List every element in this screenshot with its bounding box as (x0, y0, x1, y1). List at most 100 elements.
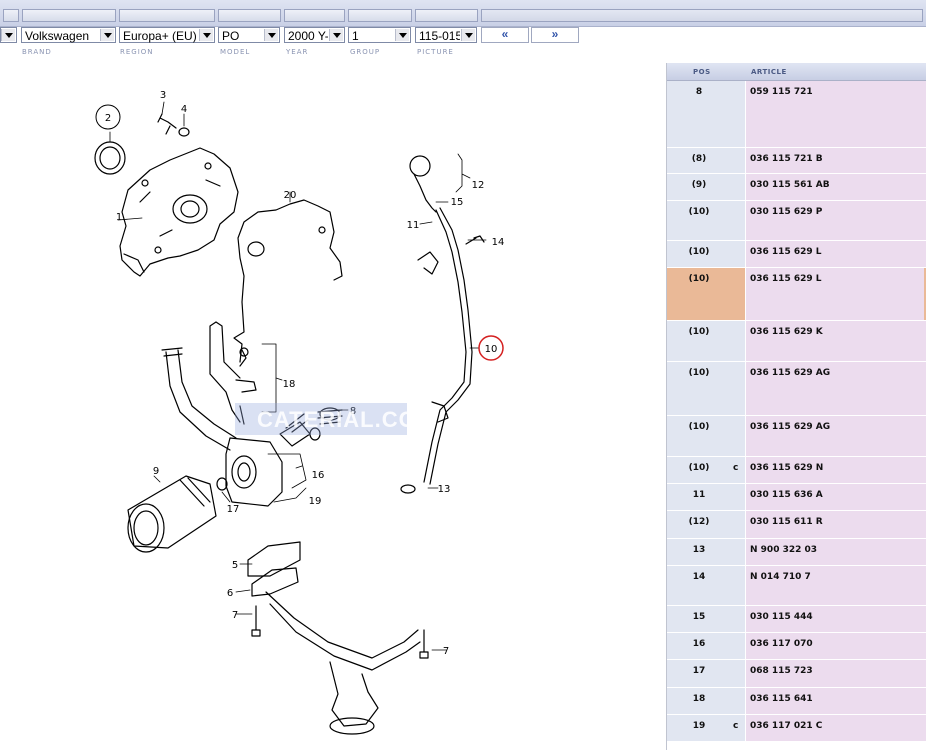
callout-9[interactable]: 9 (153, 466, 159, 477)
chevron-down-icon (395, 29, 409, 41)
row-article: 030 115 629 P (750, 207, 823, 217)
article-cell (746, 174, 926, 200)
tab-picture[interactable] (415, 9, 478, 22)
pos-cell (667, 241, 745, 267)
callout-circle-2 (95, 104, 121, 130)
pos-cell (667, 484, 745, 510)
callout-18[interactable]: 18 (283, 379, 296, 390)
picture-select[interactable]: 115-015 (415, 27, 477, 43)
row-pos: (9) (691, 180, 707, 190)
parts-row[interactable]: (10)036 115 629 L (667, 241, 926, 268)
callout-6[interactable]: 6 (227, 588, 233, 599)
pos-cell (667, 148, 745, 173)
pos-cell (667, 566, 745, 605)
oil-pump-body (119, 147, 239, 277)
callout-5[interactable]: 5 (232, 560, 238, 571)
row-pos: 18 (692, 694, 706, 704)
prev-picture-button[interactable]: « (481, 27, 529, 43)
row-pos: (10) (688, 463, 710, 473)
dipstick-guide-tube (423, 207, 473, 485)
pos-cell (667, 457, 745, 483)
model-value: PO (222, 29, 240, 43)
pickup-gasket-6 (251, 567, 299, 597)
article-cell (746, 457, 926, 483)
callout-10[interactable]: 10 (485, 344, 498, 355)
col-article-header: ARTICLE (751, 68, 787, 76)
row-article: 036 117 021 C (750, 721, 823, 731)
region-select[interactable]: Europa+ (EU) (119, 27, 215, 43)
chevron-down-icon (329, 29, 343, 41)
tab-year[interactable] (284, 9, 345, 22)
pos-cell (667, 660, 745, 687)
tab-group[interactable] (348, 9, 412, 22)
chevron-down-icon (100, 29, 114, 41)
tab-model[interactable] (218, 9, 281, 22)
watermark-text: CATERIAL.COM (257, 407, 437, 432)
selector-toolbar: Volkswagen Europa+ (EU) PO 2000 Y- 1 115… (0, 27, 926, 61)
parts-row[interactable]: (10)036 115 629 K (667, 321, 926, 362)
callout-2[interactable]: 2 (105, 113, 111, 124)
callout-12[interactable]: 12 (472, 180, 485, 191)
filter-housing (225, 437, 283, 507)
next-picture-button[interactable]: » (531, 27, 579, 43)
pickup-strainer (329, 717, 375, 735)
tab-blank[interactable] (3, 9, 19, 22)
tab-region[interactable] (119, 9, 215, 22)
row-pos: 8 (695, 87, 703, 97)
year-select[interactable]: 2000 Y- (284, 27, 345, 43)
callout-13[interactable]: 13 (438, 484, 451, 495)
callout-14[interactable]: 14 (492, 237, 505, 248)
callout-7b[interactable]: 7 (443, 646, 449, 657)
row-mark: c (733, 463, 739, 473)
tab-brand[interactable] (22, 9, 116, 22)
callout-1[interactable]: 1 (116, 212, 122, 223)
callout-4[interactable]: 4 (181, 104, 187, 115)
pos-cell (667, 174, 745, 200)
row-article: 036 115 629 L (750, 247, 822, 257)
callout-19[interactable]: 19 (309, 496, 322, 507)
callout-7a[interactable]: 7 (232, 610, 238, 621)
row-pos: 15 (692, 612, 706, 622)
parts-row[interactable]: (8)036 115 721 B (667, 148, 926, 174)
callout-3[interactable]: 3 (160, 90, 166, 101)
callout-20[interactable]: 20 (284, 190, 297, 201)
row-article: 068 115 723 (750, 666, 813, 676)
pump-bore (172, 194, 208, 224)
callout-15[interactable]: 15 (451, 197, 464, 208)
brand-select[interactable]: Volkswagen (21, 27, 116, 43)
article-cell (746, 362, 926, 415)
region-label: REGION (120, 48, 154, 56)
callout-11[interactable]: 11 (407, 220, 420, 231)
callout-8[interactable]: 8 (350, 406, 356, 417)
parts-row[interactable]: (9)030 115 561 AB (667, 174, 926, 201)
model-select[interactable]: PO (218, 27, 280, 43)
parts-row[interactable]: (12)030 115 611 R (667, 511, 926, 539)
parts-row[interactable]: (10)036 115 629 L (667, 268, 926, 321)
group-select[interactable]: 1 (348, 27, 411, 43)
article-cell (746, 484, 926, 510)
parts-row[interactable]: (10)030 115 629 P (667, 201, 926, 241)
exploded-view-drawing: 1 2 3 4 5 6 7 7 8 9 10 11 12 13 14 15 16… (94, 90, 505, 735)
row-article: 036 115 629 K (750, 327, 823, 337)
callout-16[interactable]: 16 (312, 470, 325, 481)
row-pos: 19 (692, 721, 706, 731)
region-value: Europa+ (EU) (123, 29, 197, 43)
parts-row[interactable]: (10)036 115 629 AG (667, 416, 926, 457)
pickup-flange-5 (247, 541, 301, 577)
article-cell (746, 268, 926, 320)
leading-select[interactable] (0, 27, 17, 43)
callout-17[interactable]: 17 (227, 504, 240, 515)
parts-row[interactable]: (10)036 115 629 AG (667, 362, 926, 416)
pos-cell (667, 511, 745, 538)
top-tab-strip (0, 0, 926, 27)
